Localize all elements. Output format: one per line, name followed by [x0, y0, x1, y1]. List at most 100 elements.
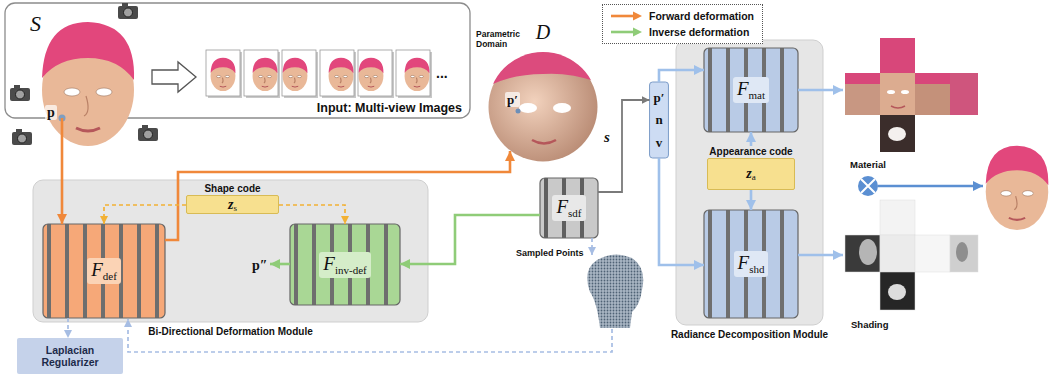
module-panel-shape [33, 180, 428, 322]
legend-arrow-sample-part [633, 28, 642, 37]
render-arrow [878, 185, 983, 187]
module-panel-shape [676, 40, 823, 325]
face-illustration [211, 58, 236, 91]
network-block: Fmat [704, 48, 798, 132]
network-symbol: F [556, 196, 568, 217]
camera-icon-part [144, 130, 153, 139]
material-map-part [915, 73, 950, 115]
face-illustration [253, 58, 278, 91]
ellipsis: ... [436, 65, 448, 81]
input-symbol: p′ [654, 91, 665, 105]
camera-icon-part [12, 132, 32, 145]
network-symbol: F [323, 253, 335, 274]
module-panel-shape-part [676, 40, 823, 325]
label-holder: Material [850, 154, 886, 172]
face-illustration-part [259, 75, 263, 77]
sphere-outline-part-part [519, 103, 537, 113]
network-block: Fshd [704, 210, 798, 318]
legend-text: Forward deformation [649, 10, 754, 22]
regularizer-box-shape-part [17, 338, 123, 374]
label-holder: Shading [851, 314, 888, 332]
network-symbol: F [91, 259, 103, 280]
face-illustration-part [253, 58, 278, 74]
face-illustration-part [294, 78, 295, 83]
network-block-shape-part-part [47, 224, 51, 318]
view-image [320, 50, 356, 98]
connector-arrow [750, 132, 753, 146]
connector-arrow [165, 151, 510, 240]
code-box: zs [186, 195, 279, 214]
latent-code-box: Appearance codeza [707, 146, 795, 190]
symbol-patch: Fdef [87, 258, 121, 284]
face-illustration-part [283, 58, 308, 74]
code-label: Appearance code [707, 146, 795, 158]
input-vector-box-shape [650, 82, 669, 158]
module-panel: Bi-Directional Deformation ModuleFdefSha… [33, 180, 428, 322]
face-illustration-part [365, 75, 369, 77]
parametric-sphere: DParametric Domainp′ [488, 52, 598, 162]
connector-arrow [598, 100, 650, 192]
view-image-part [206, 50, 240, 96]
network-block-shape-part [290, 224, 400, 305]
network-block-shape-part-part [726, 210, 730, 318]
multiply-symbol-part [861, 179, 875, 193]
network-block-shape-part [704, 48, 798, 132]
label-holder: p [45, 103, 57, 121]
view-image-part [244, 50, 278, 96]
shading-map-part [888, 284, 906, 300]
connector-arrow [279, 205, 345, 224]
face-illustration-part [225, 75, 229, 77]
face-illustration-part [267, 75, 271, 77]
network-block-shape [43, 224, 165, 318]
network-block-shape-part-part [294, 224, 298, 305]
face-illustration-part [359, 58, 384, 74]
face-illustration-part [335, 75, 339, 77]
shading-map-part [880, 200, 915, 235]
network-block-shape-part-part [43, 224, 165, 318]
face-illustration [405, 58, 430, 91]
point-label-holder: p′ [505, 90, 520, 108]
network-subscript: shd [749, 263, 764, 275]
camera-icon-part [124, 8, 133, 17]
face-illustration [359, 58, 384, 91]
sphere-outline-part [488, 52, 598, 144]
sphere-outline-part-part [553, 103, 571, 113]
figure-caption: Shading [851, 319, 888, 330]
network-block: Finv-def [290, 224, 400, 305]
hollow-arrow [152, 62, 196, 92]
shading-map-part [956, 242, 968, 262]
network-block-shape [704, 48, 798, 132]
label-holder: p″ [252, 256, 268, 274]
latent-code-box: Shape codezs [186, 183, 279, 214]
input-vector-box: p′nv [650, 82, 669, 158]
camera-icon-part [138, 128, 158, 141]
network-subscript: inv-def [335, 264, 367, 276]
face-illustration-part [297, 75, 301, 77]
regularizer-label: Laplacian Regularizer [20, 344, 120, 369]
network-block-shape-part-part [708, 210, 712, 318]
network-block-shape-part-part [708, 48, 712, 132]
face-illustration [42, 22, 134, 146]
edge-label: s [604, 129, 610, 145]
network-block-shape [540, 178, 598, 238]
shading-arrow [798, 254, 843, 257]
view-image-part [358, 50, 392, 96]
network-block-shape [290, 224, 400, 305]
code-label: Shape code [186, 183, 279, 195]
face-illustration-part [1001, 191, 1012, 196]
face-illustration [329, 58, 354, 91]
face-illustration-part [76, 128, 100, 131]
material-map-part [845, 73, 880, 84]
camera-icon-part [18, 134, 27, 143]
face-illustration [283, 58, 308, 91]
face-illustration-part [222, 78, 223, 83]
face-illustration-part [329, 58, 354, 74]
camera-icon-part [118, 6, 138, 19]
panel-title: Input: Multi-view Images [317, 101, 462, 115]
material-map-part [880, 38, 915, 73]
network-block-shape-part-part [544, 178, 548, 238]
module-title: Radiance Decomposition Module [671, 329, 828, 340]
face-illustration-part [1022, 191, 1033, 196]
code-subscript: s [233, 203, 237, 213]
